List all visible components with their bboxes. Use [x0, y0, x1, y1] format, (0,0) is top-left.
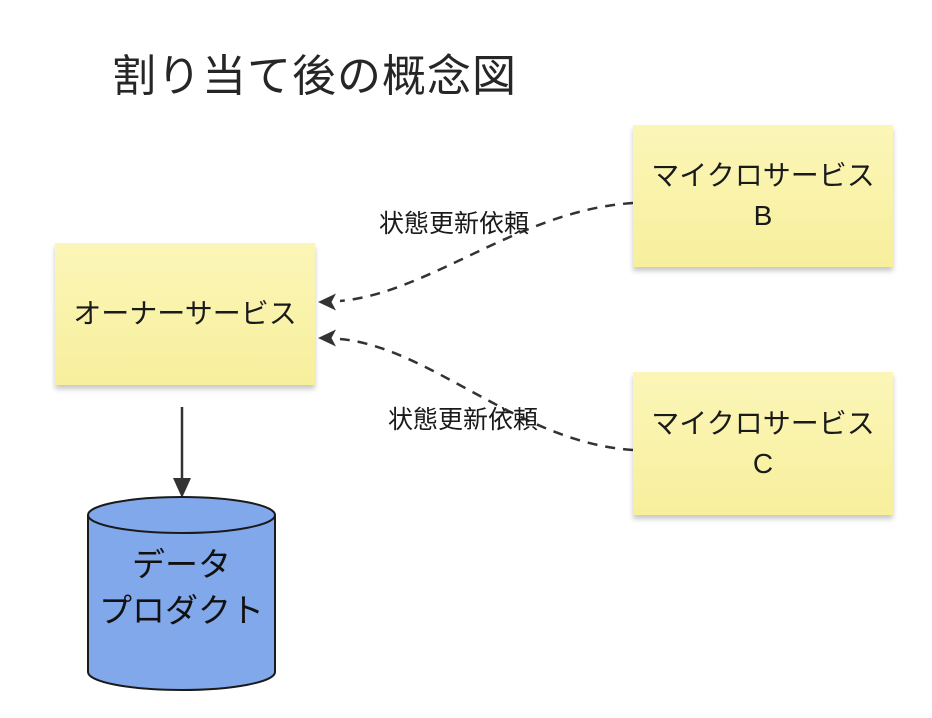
microservice-c-label-line2: C	[752, 447, 774, 479]
edge-label-c-to-owner: 状態更新依頼	[387, 406, 538, 434]
node-microservice-c: マイクロサービス C	[633, 372, 893, 515]
data-product-label-line2: プロダクト	[99, 592, 264, 629]
database-cylinder	[87, 496, 276, 691]
arrow-c-to-owner	[318, 329, 634, 452]
node-microservice-b: マイクロサービス B	[633, 125, 893, 267]
microservice-c-label-line1: マイクロサービス	[651, 407, 875, 439]
node-owner-service: オーナーサービス	[55, 243, 315, 385]
arrow-b-to-owner	[318, 201, 634, 311]
owner-service-label: オーナーサービス	[73, 298, 297, 329]
data-product-label-line1: データ	[132, 546, 231, 583]
diagram-title: 割り当て後の概念図	[112, 52, 517, 101]
data-product-label: データ プロダクト	[88, 542, 275, 634]
edge-label-b-to-owner: 状態更新依頼	[378, 210, 529, 238]
microservice-b-label-line1: マイクロサービス	[651, 160, 875, 191]
microservice-b-label-line2: B	[753, 200, 773, 231]
arrow-owner-to-data-product	[173, 407, 191, 498]
